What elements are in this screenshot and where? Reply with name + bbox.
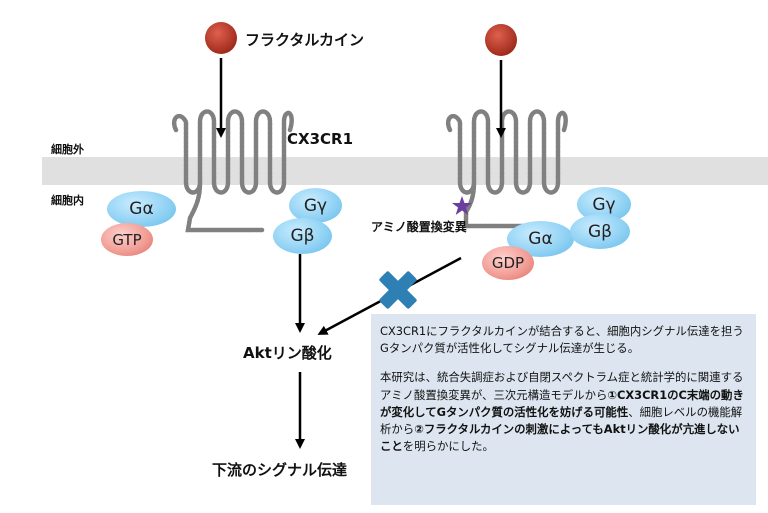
block-cross-icon [379,271,417,309]
ligand-left [205,22,237,54]
label-downstream: 下流のシグナル伝達 [212,461,348,479]
mutation-star-icon [452,196,472,215]
explanation-text-a: 本研究は、統合失調症および自閉スペクトラム症と統計学的に関連するアミノ酸置換変異… [380,370,744,402]
label-ligand: フラクタルカイン [245,31,364,49]
explanation-paragraph-1: CX3CR1にフラクタルカインが結合すると、細胞内シグナル伝達を担うGタンパク質… [380,324,744,356]
label-extracellular: 細胞外 [51,143,84,156]
g-beta-right: Gβ [570,214,630,249]
explanation-box: CX3CR1にフラクタルカインが結合すると、細胞内シグナル伝達を担うGタンパク質… [371,314,756,505]
g-alpha-left: Gα [107,191,176,227]
label-intracellular: 細胞内 [51,194,84,207]
explanation-finding-1: ①CX3CR1のC末端の動きが変化してGタンパク質の活性化を妨げる可能性 [380,387,744,419]
ligand-right [485,24,517,56]
label-receptor: CX3CR1 [287,130,354,148]
g-beta-left: Gβ [273,218,332,254]
label-akt: Aktリン酸化 [243,344,332,362]
g-gamma-left: Gγ [289,188,342,223]
cell-membrane [42,157,768,185]
explanation-text-c: 、細胞レベルの機能解析から [380,404,743,437]
explanation-finding-2: ②フラクタルカインの刺激によってもAktリン酸化が亢進しないこと [380,422,740,454]
label-mutation: アミノ酸置換変異 [371,220,467,234]
explanation-paragraph-2: 本研究は、統合失調症および自閉スペクトラム症と統計学的に関連するアミノ酸置換変異… [380,369,747,455]
explanation-text-e: を明らかにした。 [402,439,494,454]
gdp-right: GDP [482,246,534,280]
gtp-left: GTP [101,223,153,256]
receptor-left [171,109,294,233]
